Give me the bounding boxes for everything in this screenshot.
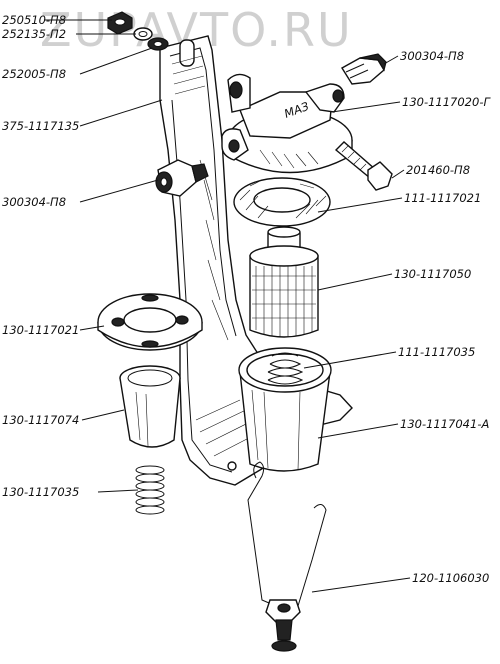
label-cup-left: 130-1117074 bbox=[2, 413, 79, 427]
plain-washer-part bbox=[147, 37, 169, 51]
label-cover: 130-1117020-Г bbox=[402, 95, 491, 109]
gasket-top-part bbox=[233, 177, 331, 227]
spring-washer-part bbox=[133, 27, 153, 41]
label-wire-clamp: 120-1106030 bbox=[412, 571, 489, 585]
cup-left-part bbox=[119, 365, 181, 448]
bolt-part bbox=[334, 141, 393, 191]
wire-clamp-part bbox=[247, 461, 327, 652]
plate-left-part bbox=[97, 293, 203, 351]
label-fitting-left: 300304-П8 bbox=[2, 195, 66, 209]
label-spring-washer: 252135-П2 bbox=[2, 27, 66, 41]
label-plain-washer: 252005-П8 bbox=[2, 67, 66, 81]
label-bracket: 375-1117135 bbox=[2, 119, 79, 133]
label-bowl: 130-1117041-А bbox=[400, 417, 489, 431]
label-plate-left: 130-1117021 bbox=[2, 323, 79, 337]
label-bolt: 201460-П8 bbox=[406, 163, 470, 177]
fitting-left-part bbox=[155, 159, 209, 197]
label-element: 130-1117050 bbox=[394, 267, 471, 281]
label-fitting-right: 300304-П8 bbox=[400, 49, 464, 63]
label-nut: 250510-П8 bbox=[2, 13, 66, 27]
fitting-right-part bbox=[341, 53, 387, 85]
upper-spring-part bbox=[267, 352, 304, 385]
nut-part bbox=[107, 11, 133, 35]
filter-bowl-part bbox=[238, 347, 332, 472]
label-spring-upper: 111-1117035 bbox=[398, 345, 475, 359]
label-spring-lower: 130-1117035 bbox=[2, 485, 79, 499]
leader-lines bbox=[44, 19, 411, 593]
bracket-slot bbox=[179, 39, 195, 67]
label-gasket-top: 111-1117021 bbox=[404, 191, 481, 205]
lower-spring-part bbox=[135, 465, 165, 515]
filter-cover-part: МАЗ bbox=[221, 73, 353, 174]
filter-element-part bbox=[249, 226, 319, 338]
